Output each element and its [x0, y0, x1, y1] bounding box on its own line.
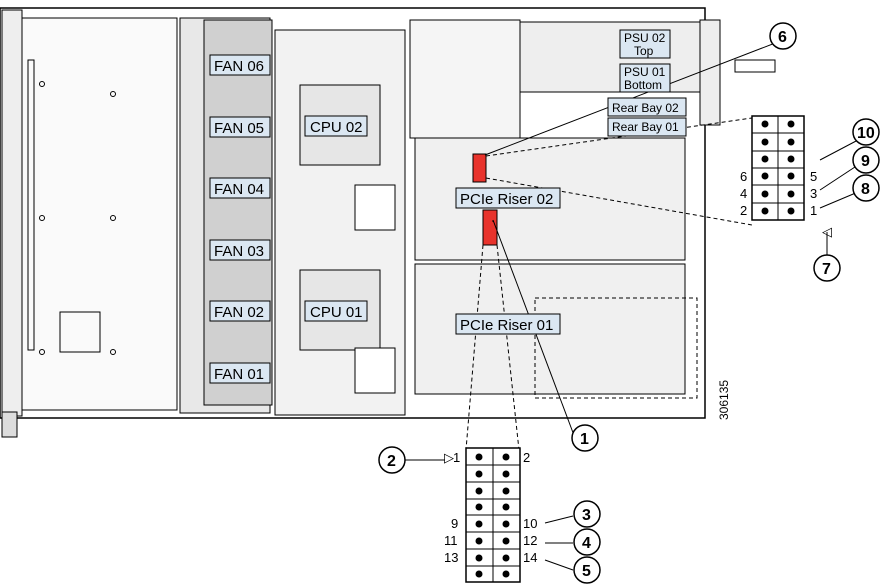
right-pin-3: 3 [810, 186, 817, 201]
front-panel [1, 9, 178, 438]
right-pin-6: 6 [740, 169, 747, 184]
riser2-header-highlight [472, 153, 487, 183]
bottom-pin-1: 1 [453, 450, 460, 465]
fan-bay [179, 17, 273, 414]
bottom-pin-11: 11 [444, 533, 458, 548]
chassis-outline [0, 7, 706, 419]
rear-bay1-label: Rear Bay 01 [612, 120, 679, 134]
fan-label-01: FAN 01 [214, 366, 264, 383]
bottom-pin-9: 9 [451, 516, 458, 531]
callout-4: 4 [582, 535, 591, 552]
bottom-pin-10: 10 [523, 516, 537, 531]
fan-label-05: FAN 05 [214, 120, 264, 137]
fan-label-02: FAN 02 [214, 304, 264, 321]
right-pin-1: 1 [810, 203, 817, 218]
right-marker: ◁ [822, 224, 832, 239]
callout-circle-3 [573, 500, 601, 528]
psu1-label-line2: Bottom [624, 78, 662, 92]
right-pin-2: 2 [740, 203, 747, 218]
callout-circle-9 [852, 146, 880, 174]
psu2-label-line1: PSU 02 [624, 31, 666, 45]
dashed-region [534, 297, 698, 399]
riser1-label: PCIe Riser 01 [460, 317, 553, 334]
fan-label-04: FAN 04 [214, 181, 264, 198]
callout-5: 5 [582, 563, 591, 580]
bottom-pin-12: 12 [523, 533, 537, 548]
cpu-socket-connector-lower [354, 347, 396, 394]
cpu1-label: CPU 01 [310, 304, 363, 321]
rear-handle-latch [734, 59, 776, 73]
psu-area [519, 21, 701, 93]
bottom-pin-2: 2 [523, 450, 530, 465]
right-jumper-header [751, 115, 805, 221]
cpu2-label: CPU 02 [310, 119, 363, 136]
callout-7: 7 [822, 261, 831, 278]
callout-10: 10 [857, 125, 875, 142]
callout-circle-6 [769, 22, 797, 50]
callout-circle-8 [852, 174, 880, 202]
fan-label-03: FAN 03 [214, 243, 264, 260]
callout-circle-10 [852, 118, 880, 146]
motherboard-area [409, 19, 521, 139]
figure-id: 306135 [717, 380, 731, 420]
callout-circle-1 [571, 424, 599, 452]
callout-6: 6 [778, 29, 787, 46]
bottom-jumper-header [465, 447, 521, 583]
right-pin-4: 4 [740, 186, 747, 201]
callout-9: 9 [861, 153, 870, 170]
callout-circle-4 [573, 528, 601, 556]
bottom-pin-14: 14 [523, 550, 537, 565]
callout-circle-5 [573, 556, 601, 584]
cpu-socket-connector [354, 184, 396, 231]
callout-circle-7 [813, 254, 841, 282]
callout-3: 3 [582, 507, 591, 524]
riser2-label: PCIe Riser 02 [460, 191, 553, 208]
bottom-pin-13: 13 [444, 550, 458, 565]
right-pin-5: 5 [810, 169, 817, 184]
psu1-label-line1: PSU 01 [624, 65, 666, 79]
callout-8: 8 [861, 181, 870, 198]
fan-label-06: FAN 06 [214, 58, 264, 75]
callout-circle-2-bottom [378, 446, 406, 474]
rear-bay2-label: Rear Bay 02 [612, 101, 679, 115]
callout-2-bottom: 2 [387, 453, 396, 470]
rear-handle [699, 19, 721, 126]
callout-1: 1 [580, 431, 589, 448]
bottom-marker: ▷ [444, 450, 454, 465]
riser1-header-highlight [482, 209, 498, 246]
psu2-label-line2: Top [634, 44, 654, 58]
